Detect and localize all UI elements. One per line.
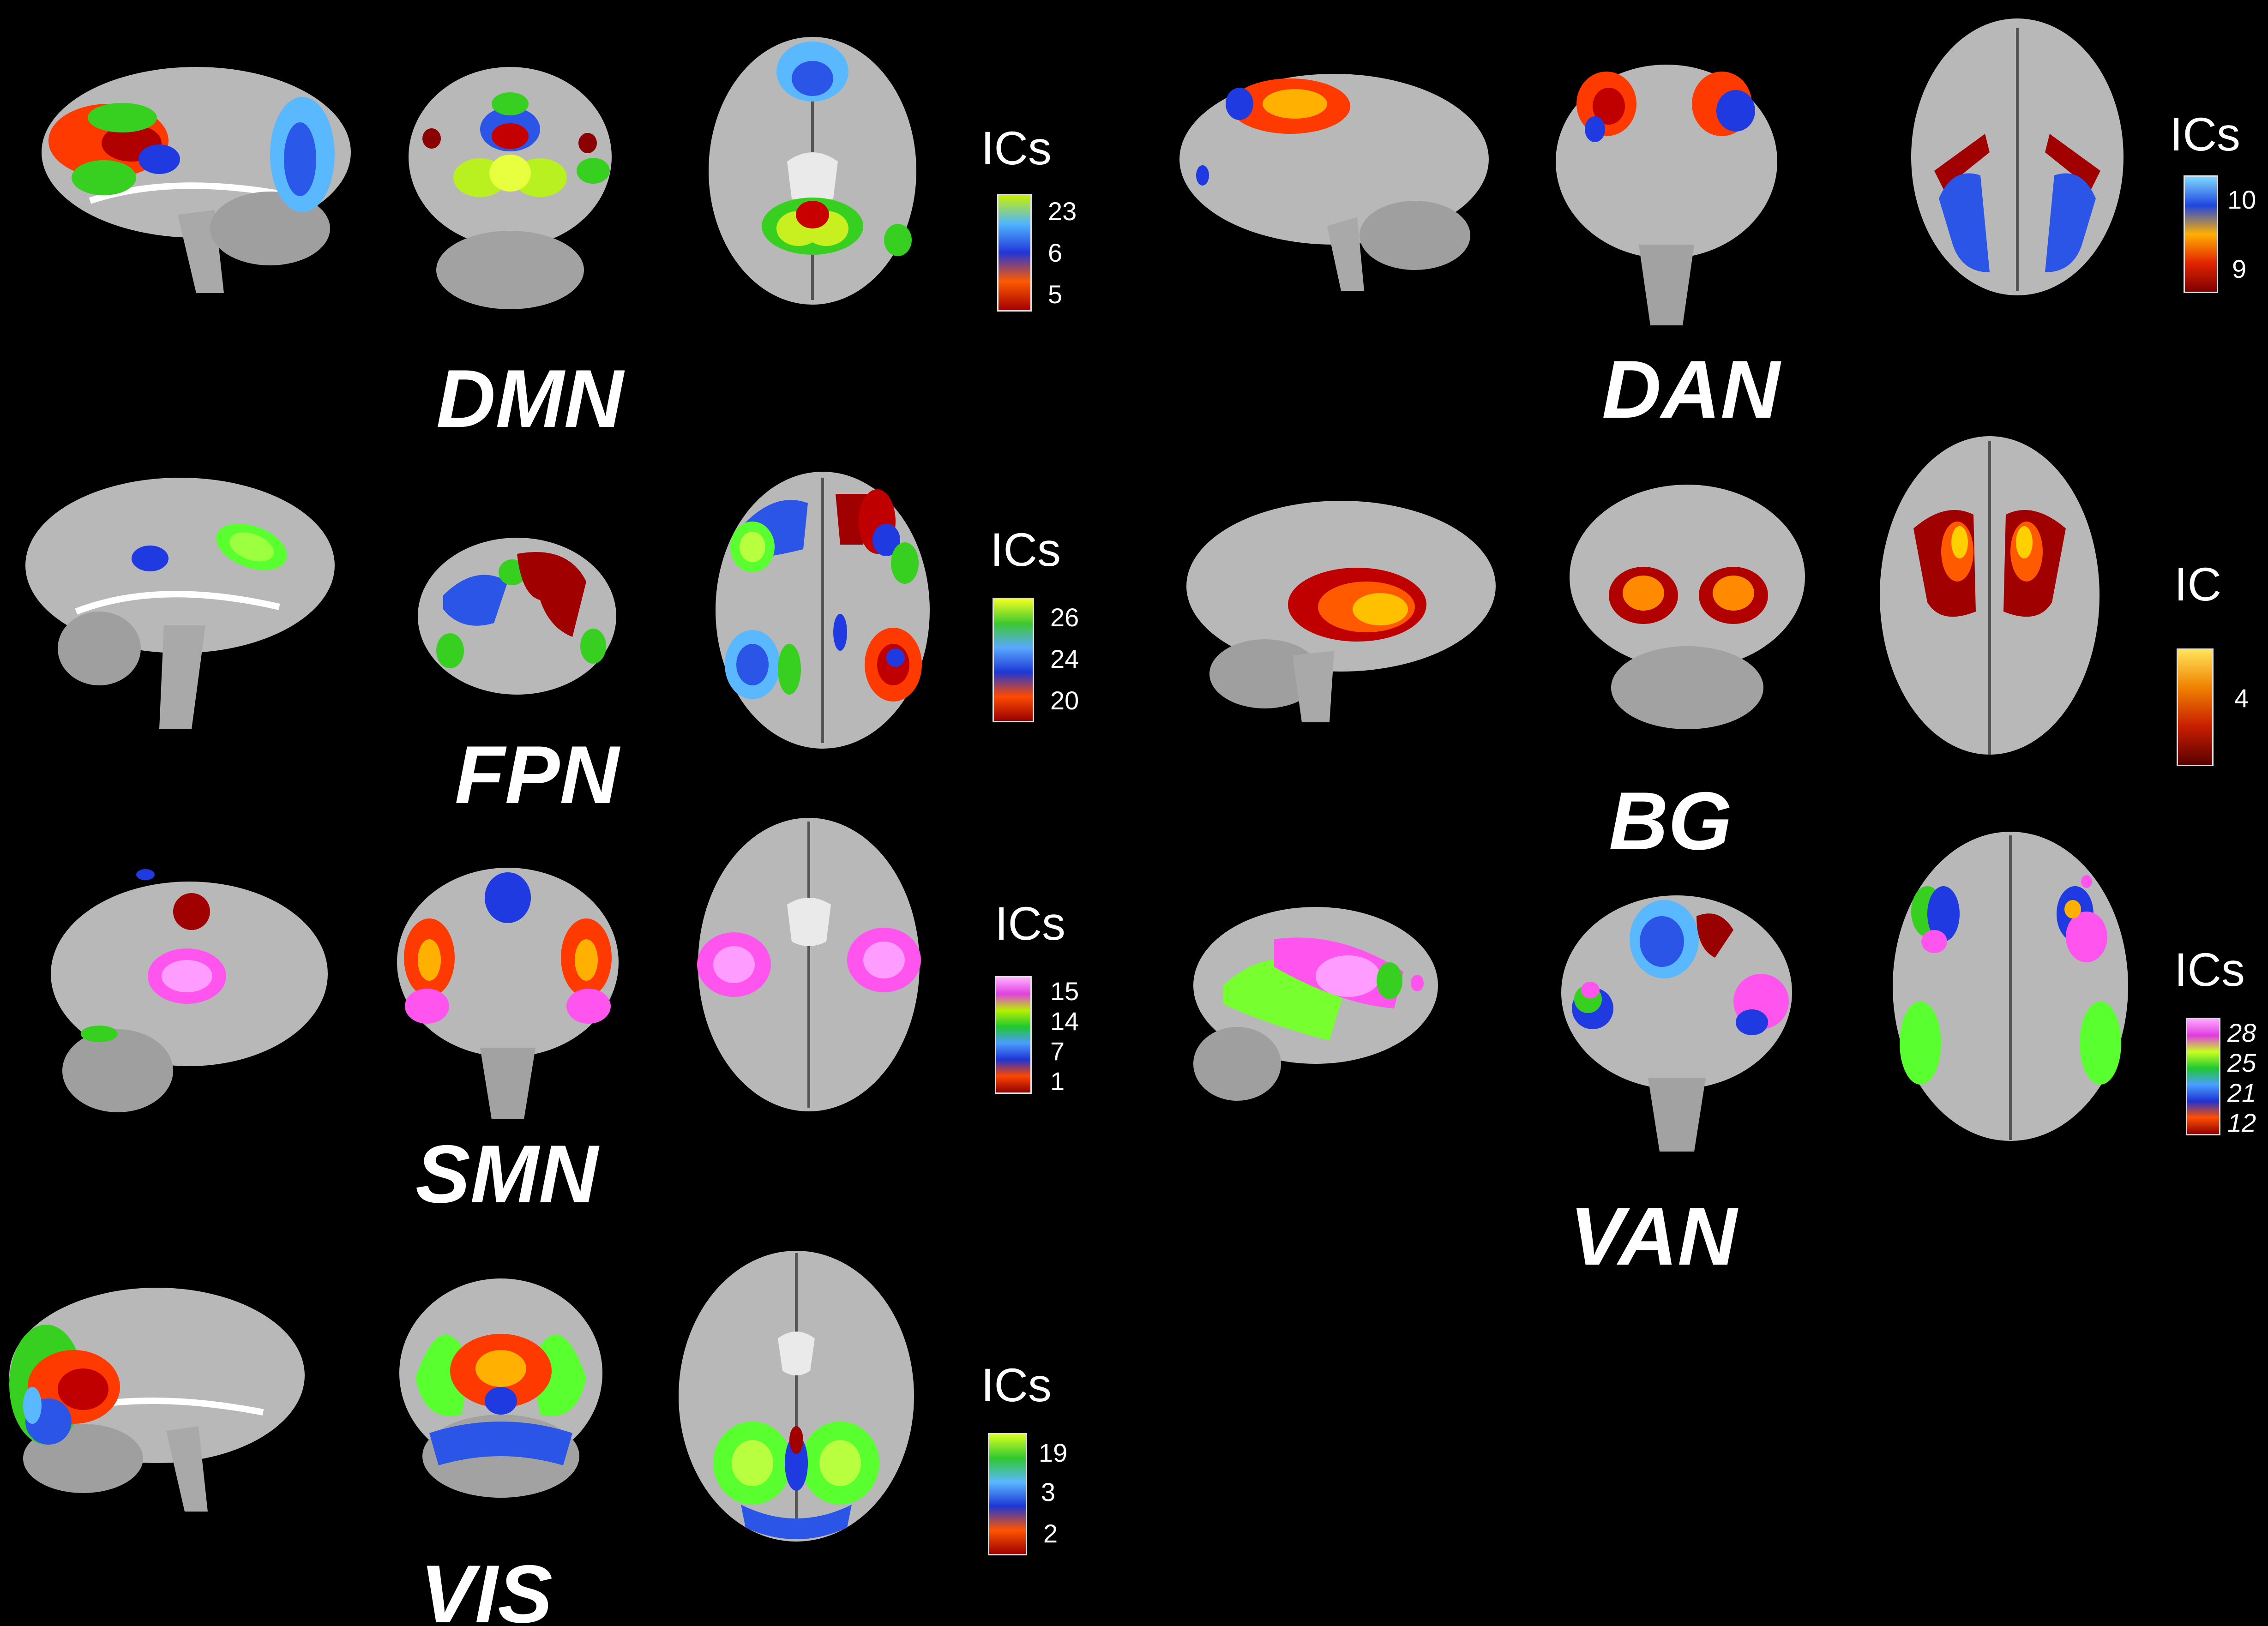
vis-axial-slice: [679, 1251, 914, 1542]
vis-label: VIS: [420, 1548, 553, 1626]
van-legend-value: 21: [2227, 1078, 2256, 1107]
smn-legend-value: 15: [1050, 977, 1079, 1006]
vis-legend-value: 3: [1041, 1477, 1056, 1506]
dan-colorbar: [2184, 175, 2218, 293]
dmn-legend-value: 23: [1048, 197, 1077, 226]
dmn-colorbar: [997, 194, 1032, 312]
smn-sagittal-slice: [51, 869, 328, 1112]
fpn-legend-value: 20: [1050, 686, 1079, 715]
van-legend-value: 12: [2227, 1108, 2256, 1137]
fpn-coronal-slice: [418, 538, 616, 695]
dan-legend-value: 9: [2232, 254, 2247, 283]
fpn-label: FPN: [455, 729, 619, 821]
smn-label: SMN: [415, 1128, 598, 1220]
vis-sagittal-slice: [9, 1288, 305, 1512]
fpn-colorbar: [993, 598, 1034, 722]
fpn-legend-value: 26: [1050, 603, 1079, 632]
dan-axial-slice: [1911, 18, 2124, 295]
dan-sagittal-slice: [1179, 74, 1489, 291]
dmn-coronal-slice: [409, 67, 612, 309]
van-sagittal-slice: [1193, 907, 1438, 1101]
dmn-legend-value: 5: [1048, 280, 1063, 309]
smn-legend-value: 1: [1050, 1067, 1065, 1096]
van-legend-value: 25: [2227, 1048, 2256, 1077]
van-axial-slice: [1893, 832, 2128, 1141]
vis-legend-value: 19: [1039, 1438, 1068, 1467]
van-colorbar: [2186, 1018, 2220, 1135]
bg-label: BG: [1609, 775, 1732, 867]
bg-axial-slice: [1880, 436, 2100, 755]
dmn-axial-slice: [709, 37, 916, 305]
fpn-legend-value: 24: [1050, 644, 1079, 673]
smn-legend-value: 7: [1050, 1037, 1065, 1066]
fpn-sagittal-slice: [25, 478, 335, 729]
dmn-legend-title: ICs: [981, 122, 1052, 174]
vis-legend-value: 2: [1043, 1519, 1058, 1548]
van-label: VAN: [1570, 1190, 1737, 1282]
fpn-axial-slice: [716, 472, 930, 749]
dan-label: DAN: [1602, 343, 1780, 435]
smn-coronal-slice: [397, 868, 619, 1119]
vis-colorbar: [988, 1433, 1027, 1555]
bg-legend-value: 4: [2234, 684, 2249, 713]
dan-legend-title: ICs: [2170, 108, 2240, 161]
van-legend-value: 28: [2227, 1018, 2256, 1047]
van-coronal-slice: [1561, 895, 1792, 1152]
bg-legend-title: IC: [2174, 558, 2221, 611]
dmn-legend-value: 6: [1048, 238, 1063, 267]
dmn-sagittal-slice: [42, 67, 351, 293]
dan-coronal-slice: [1556, 65, 1777, 325]
bg-sagittal-slice: [1186, 501, 1496, 722]
bg-colorbar: [2177, 648, 2214, 766]
smn-legend-title: ICs: [995, 897, 1065, 950]
smn-legend-value: 14: [1050, 1007, 1079, 1036]
fpn-legend-title: ICs: [990, 523, 1061, 576]
dmn-label: DMN: [436, 353, 624, 444]
vis-legend-title: ICs: [981, 1359, 1052, 1411]
dan-legend-value: 10: [2227, 185, 2256, 214]
smn-colorbar: [995, 976, 1032, 1094]
smn-axial-slice: [697, 818, 921, 1111]
vis-coronal-slice: [399, 1278, 602, 1498]
van-legend-title: ICs: [2174, 943, 2245, 996]
bg-coronal-slice: [1570, 485, 1805, 729]
